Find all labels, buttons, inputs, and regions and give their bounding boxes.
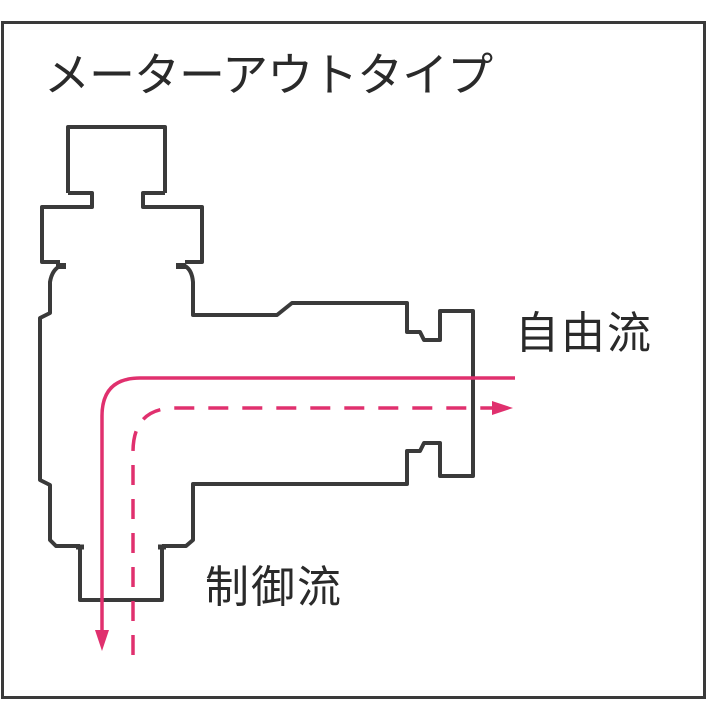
free-flow-arrow [95,376,515,651]
arrow-head-down-icon [95,630,109,651]
fitting-outline [38,125,475,602]
controlled-flow-arrow [131,401,513,655]
controlled-flow-label: 制御流 [205,562,343,613]
arrow-head-right-icon [492,401,513,415]
free-flow-label: 自由流 [515,308,653,359]
diagram-title: メーターアウトタイプ [44,48,493,102]
diagram-frame [1,21,706,699]
